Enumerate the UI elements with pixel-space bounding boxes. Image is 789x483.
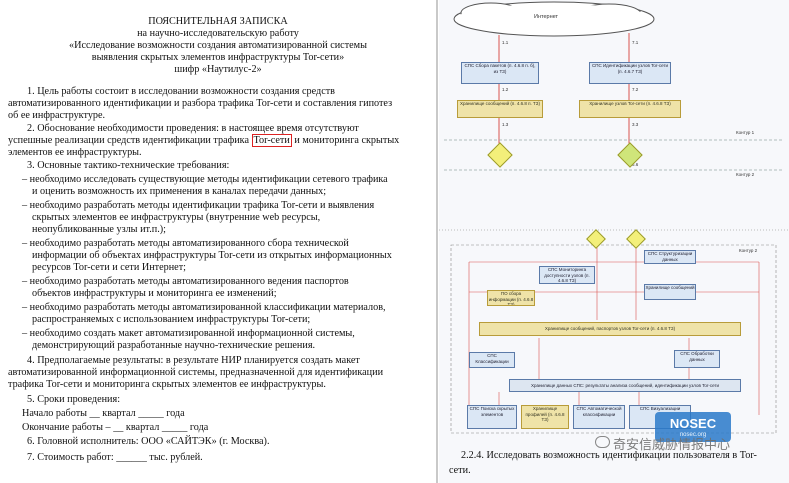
watermark-logo-sub: nosec.org — [679, 432, 707, 438]
store-tor-nodes: Хранилище узлов Tor-сети (п. 4.6.8 ТЗ) — [579, 100, 681, 118]
bullet1-line1: – необходимо исследовать существующие ме… — [22, 174, 388, 185]
p2-line2: успешные реализации средств идентификаци… — [8, 134, 400, 147]
box-messages-store-lower: Хранилище сообщений — [644, 284, 696, 300]
p1-line3: об ее инфраструктуре. — [8, 110, 106, 121]
bullet2-line3: неопубликованные узлы ит.п.); — [32, 224, 166, 235]
box-processing: СПС Обработки данных — [674, 350, 720, 368]
p4-line3: трафика Tor-сети и мониторинга скрытых э… — [8, 379, 326, 390]
document-page: ПОЯСНИТЕЛЬНАЯ ЗАПИСКА на научно-исследов… — [8, 16, 400, 463]
box-structuring: СПС Структуризации данных — [644, 250, 696, 264]
bullet5-line2: распространяемых с использованием инфрас… — [32, 314, 311, 325]
internet-cloud — [453, 1, 655, 37]
watermark-text: 奇安信威胁情报中心 — [613, 438, 731, 453]
p2-line3: элементов ее инфраструктуры. — [8, 147, 142, 158]
p1-line1: 1. Цель работы состоит в исследовании во… — [27, 86, 335, 97]
edge-7-2: 7.2 — [632, 87, 639, 92]
edge-7-1: 7.1 — [632, 40, 639, 45]
bullet4-line2: объектов инфраструктуры и мониторинга ее… — [32, 288, 277, 299]
doc-topic-line1: «Исследование возможности создания автом… — [69, 40, 367, 51]
box-hidden-elements-search: СПС Поиска скрытых элементов — [467, 405, 517, 429]
caption-line2: сети. — [449, 465, 471, 476]
edge-6-6: 6.6 — [632, 162, 639, 167]
bullet6-line1: – необходимо создать макет автоматизиров… — [22, 328, 355, 339]
diagram-connectors — [439, 1, 789, 434]
box-classification: СПС Классификации — [469, 352, 515, 368]
edge-1-2: 1.2 — [502, 87, 509, 92]
bullet5-line1: – необходимо разработать методы автомати… — [22, 302, 386, 313]
bullet6-line2: демонстрирующий разработанные научно-тех… — [32, 340, 316, 351]
cloud-label: Интернет — [534, 14, 558, 20]
box-packet-capture: СПС Сбора пакетов (п. 4.6.8 п. б), из ТЗ… — [461, 62, 539, 84]
p4-line2: автоматизированной информационной систем… — [8, 367, 384, 378]
tor-highlight: Tor-сети — [251, 134, 292, 147]
contour-1-label: Контур 1 — [736, 130, 755, 135]
big-storage-bar: Хранилище сообщений, паспортов узлов Tor… — [479, 322, 741, 336]
doc-title: ПОЯСНИТЕЛЬНАЯ ЗАПИСКА — [148, 16, 288, 27]
p7-cost: 7. Стоимость работ: ______ тыс. рублей. — [27, 452, 203, 463]
store-messages: Хранилище сообщений (п. 4.6.8 п. ТЗ) — [457, 100, 543, 118]
doc-subtitle: на научно-исследовательскую работу — [137, 28, 299, 39]
contour-2-label: Контур 2 — [736, 172, 755, 177]
p5-heading: 5. Сроки проведения: — [27, 394, 121, 405]
bullet3-line1: – необходимо разработать методы автомати… — [22, 238, 349, 249]
p4-line1: 4. Предполагаемые результаты: в результа… — [27, 355, 360, 366]
start-line: Начало работы __ квартал _____ года — [22, 408, 185, 419]
caption-line1: 2.2.4. Исследовать возможность идентифик… — [461, 450, 757, 461]
bullet3-line3: ресурсов Tor-сети и сети Интернет; — [32, 262, 186, 273]
p6-executor: 6. Головной исполнитель: ООО «САЙТЭК» (г… — [27, 436, 270, 447]
doc-topic-line2: выявления скрытых элементов инфраструкту… — [91, 52, 345, 63]
edge-1-3: 1.3 — [502, 122, 509, 127]
p2-line1: 2. Обоснование необходимости проведения:… — [27, 123, 359, 134]
watermark-logo-text: NOSEC — [669, 416, 717, 431]
box-info-collection: ПО сбора информации (п. 4.6.8 ТЗ) — [487, 290, 535, 306]
bullet2-line2: скрытых элементов ее инфраструктуры (вну… — [32, 212, 321, 223]
page-divider — [436, 0, 438, 483]
contour-r-label: Контур 2 — [739, 248, 758, 253]
box-availability-monitor: СПС Мониторинга доступности узлов (п. 4.… — [539, 266, 595, 284]
doc-cipher: шифр «Наутилус-2» — [174, 64, 262, 75]
watermark-logo-box — [655, 412, 731, 442]
bullet3-line2: информации об объектах инфраструктуры To… — [32, 250, 392, 261]
bullet2-line1: – необходимо разработать методы идентифи… — [22, 200, 375, 211]
watermark: NOSEC nosec.org 奇安信威胁情报中心 — [593, 412, 789, 458]
edge-1-1: 1.1 — [502, 40, 509, 45]
wechat-icon — [595, 436, 610, 448]
diagram-page: Интернет 1.1 7.1 СПС Сбора пакетов (п. 4… — [439, 0, 789, 483]
edge-3-3: 3.3 — [632, 122, 639, 127]
bottom-storage-bar: Хранилище данных СПС: результаты анализа… — [509, 379, 741, 392]
box-auto-classification: СПС Автоматической классификации — [573, 405, 625, 429]
bullet4-line1: – необходимо разработать методы автомати… — [22, 276, 349, 287]
p1-line2: автоматизированного идентификации и разб… — [8, 98, 393, 109]
p3-heading: 3. Основные тактико-технические требован… — [27, 160, 230, 171]
box-profiles-store: Хранилище профилей (п. 4.6.8 ТЗ) — [521, 405, 569, 429]
box-node-identification: СПС Идентификации узлов Tor-сети (п. 4.6… — [589, 62, 671, 84]
bullet1-line2: и оценить возможность их применения в ка… — [32, 186, 327, 197]
end-line: Окончание работы – __ квартал _____ года — [22, 422, 209, 433]
